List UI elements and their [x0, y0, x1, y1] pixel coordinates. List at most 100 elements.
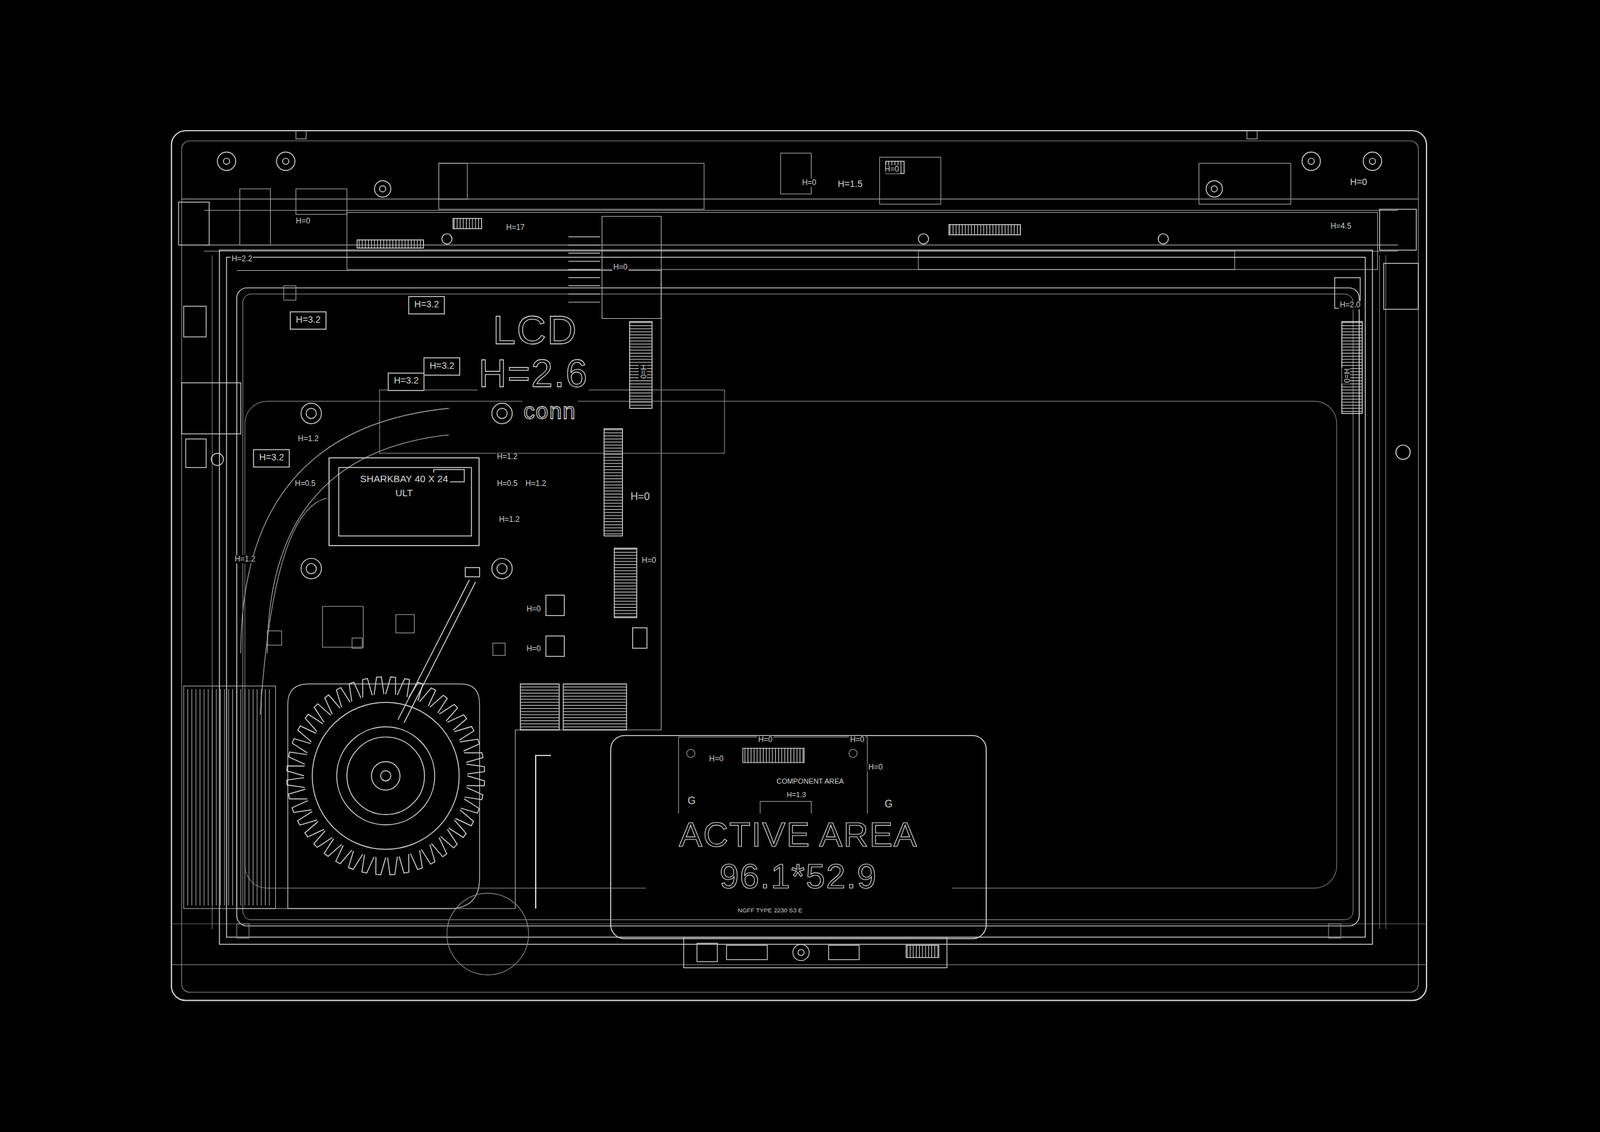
- logic-board: [568, 236, 600, 303]
- cpu-die: [338, 467, 472, 536]
- screw-boss: [300, 558, 322, 579]
- dimension-label: H=0.5: [293, 479, 317, 488]
- heatsink-fins: [224, 688, 225, 905]
- camera-board: [726, 944, 768, 959]
- speaker: [446, 892, 529, 975]
- screen-frame: [219, 250, 1373, 944]
- screw-boss: [1308, 158, 1315, 165]
- chassis-outline: [171, 130, 1427, 1000]
- node-text: H=3.2: [414, 300, 440, 311]
- screw-boss: [305, 563, 317, 574]
- speaker: [236, 892, 1341, 975]
- heat-pipe: [260, 497, 328, 715]
- chip-package: [492, 642, 505, 655]
- heatsink-fins: [203, 688, 205, 905]
- chip-package: [283, 285, 296, 300]
- cooling-fan: [288, 683, 480, 909]
- screw-boss: [379, 185, 386, 192]
- height-tag: H=3.2: [252, 449, 290, 468]
- heatsink-fins: [208, 688, 209, 905]
- screw-boss: [1301, 152, 1321, 171]
- top-rail: [181, 152, 1419, 270]
- screen-frame: [1379, 255, 1380, 929]
- heatsink-fins: [264, 688, 266, 905]
- dimension-label: H=2.0: [1338, 300, 1362, 309]
- dimension-label: H=4.5: [1329, 222, 1352, 231]
- io-port: [178, 202, 210, 246]
- top-rail: [439, 163, 705, 210]
- wireless-card: [743, 748, 805, 763]
- heatsink-fins: [228, 688, 230, 905]
- heat-pipe: [240, 408, 449, 715]
- board-connector: [545, 595, 565, 616]
- cooling-fan: [403, 581, 476, 723]
- io-port: [178, 202, 1419, 468]
- cooling-fan: [385, 676, 396, 695]
- screw-boss: [496, 563, 507, 574]
- screw-boss: [217, 152, 237, 171]
- chip-package: [267, 630, 282, 645]
- node-text: ULT: [392, 487, 415, 500]
- cooling-fan: [455, 809, 474, 826]
- cooling-fan: [447, 714, 467, 730]
- screw-boss: [1206, 180, 1224, 198]
- dimension-label: H=0: [629, 491, 651, 502]
- dimension-label: H=0: [639, 363, 648, 380]
- board-connector: [632, 627, 648, 649]
- cooling-fan: [380, 770, 392, 781]
- dimension-label: H=2.2: [230, 255, 253, 264]
- dimension-label: H=1.2: [496, 453, 519, 461]
- cooling-fan: [292, 738, 312, 753]
- node-text: H=3.2: [295, 315, 321, 326]
- cooling-fan: [421, 844, 435, 864]
- top-rail: [240, 188, 271, 246]
- cooling-fan: [286, 676, 485, 875]
- chip-package: [322, 606, 364, 648]
- cooling-fan: [464, 752, 484, 763]
- heatsink-fins: [183, 685, 276, 909]
- screw-boss: [918, 233, 929, 244]
- screw-boss: [282, 158, 290, 165]
- cooling-fan: [297, 725, 316, 742]
- cooling-fan: [288, 789, 308, 799]
- logic-board: [236, 270, 662, 909]
- top-rail: [918, 250, 1235, 270]
- cooling-fan: [286, 765, 305, 776]
- cooling-fan: [460, 798, 480, 813]
- screw-boss: [305, 408, 317, 419]
- zone-label: conn: [522, 400, 578, 423]
- chassis-outline: [171, 963, 1427, 965]
- heatsink-fins: [187, 688, 270, 905]
- dimension-label: H=1.2: [233, 554, 256, 563]
- height-tag: H=3.2: [387, 372, 425, 392]
- board-connector: [453, 218, 482, 229]
- cooling-fan: [419, 687, 436, 706]
- heatsink-fins: [248, 688, 250, 905]
- top-rail: [204, 209, 1398, 211]
- heatsink-fins: [256, 688, 258, 905]
- logic-board: [568, 301, 600, 303]
- top-rail: [780, 152, 812, 194]
- cooling-fan: [399, 853, 409, 873]
- io-port: [183, 305, 207, 337]
- screw-boss: [211, 152, 1410, 579]
- screen-frame: [226, 257, 1366, 937]
- heatsink-fins: [236, 688, 237, 905]
- io-port: [181, 382, 241, 434]
- dimension-label: G: [686, 796, 697, 807]
- cooling-fan: [410, 849, 422, 870]
- heatsink-fins: [195, 688, 197, 905]
- top-rail: [346, 212, 1378, 270]
- node-text: H=3.2: [393, 376, 419, 387]
- top-rail: [181, 198, 1419, 200]
- screw-boss: [1395, 444, 1410, 459]
- dimension-label: H=0: [525, 645, 542, 653]
- camera-board: [798, 949, 805, 956]
- screw-boss: [276, 152, 296, 171]
- board-connector: [357, 161, 1362, 730]
- board-connector: [1342, 321, 1363, 413]
- logic-board: [568, 293, 600, 295]
- height-tag: H=3.2: [289, 311, 328, 330]
- chassis-outline: [171, 130, 1427, 1000]
